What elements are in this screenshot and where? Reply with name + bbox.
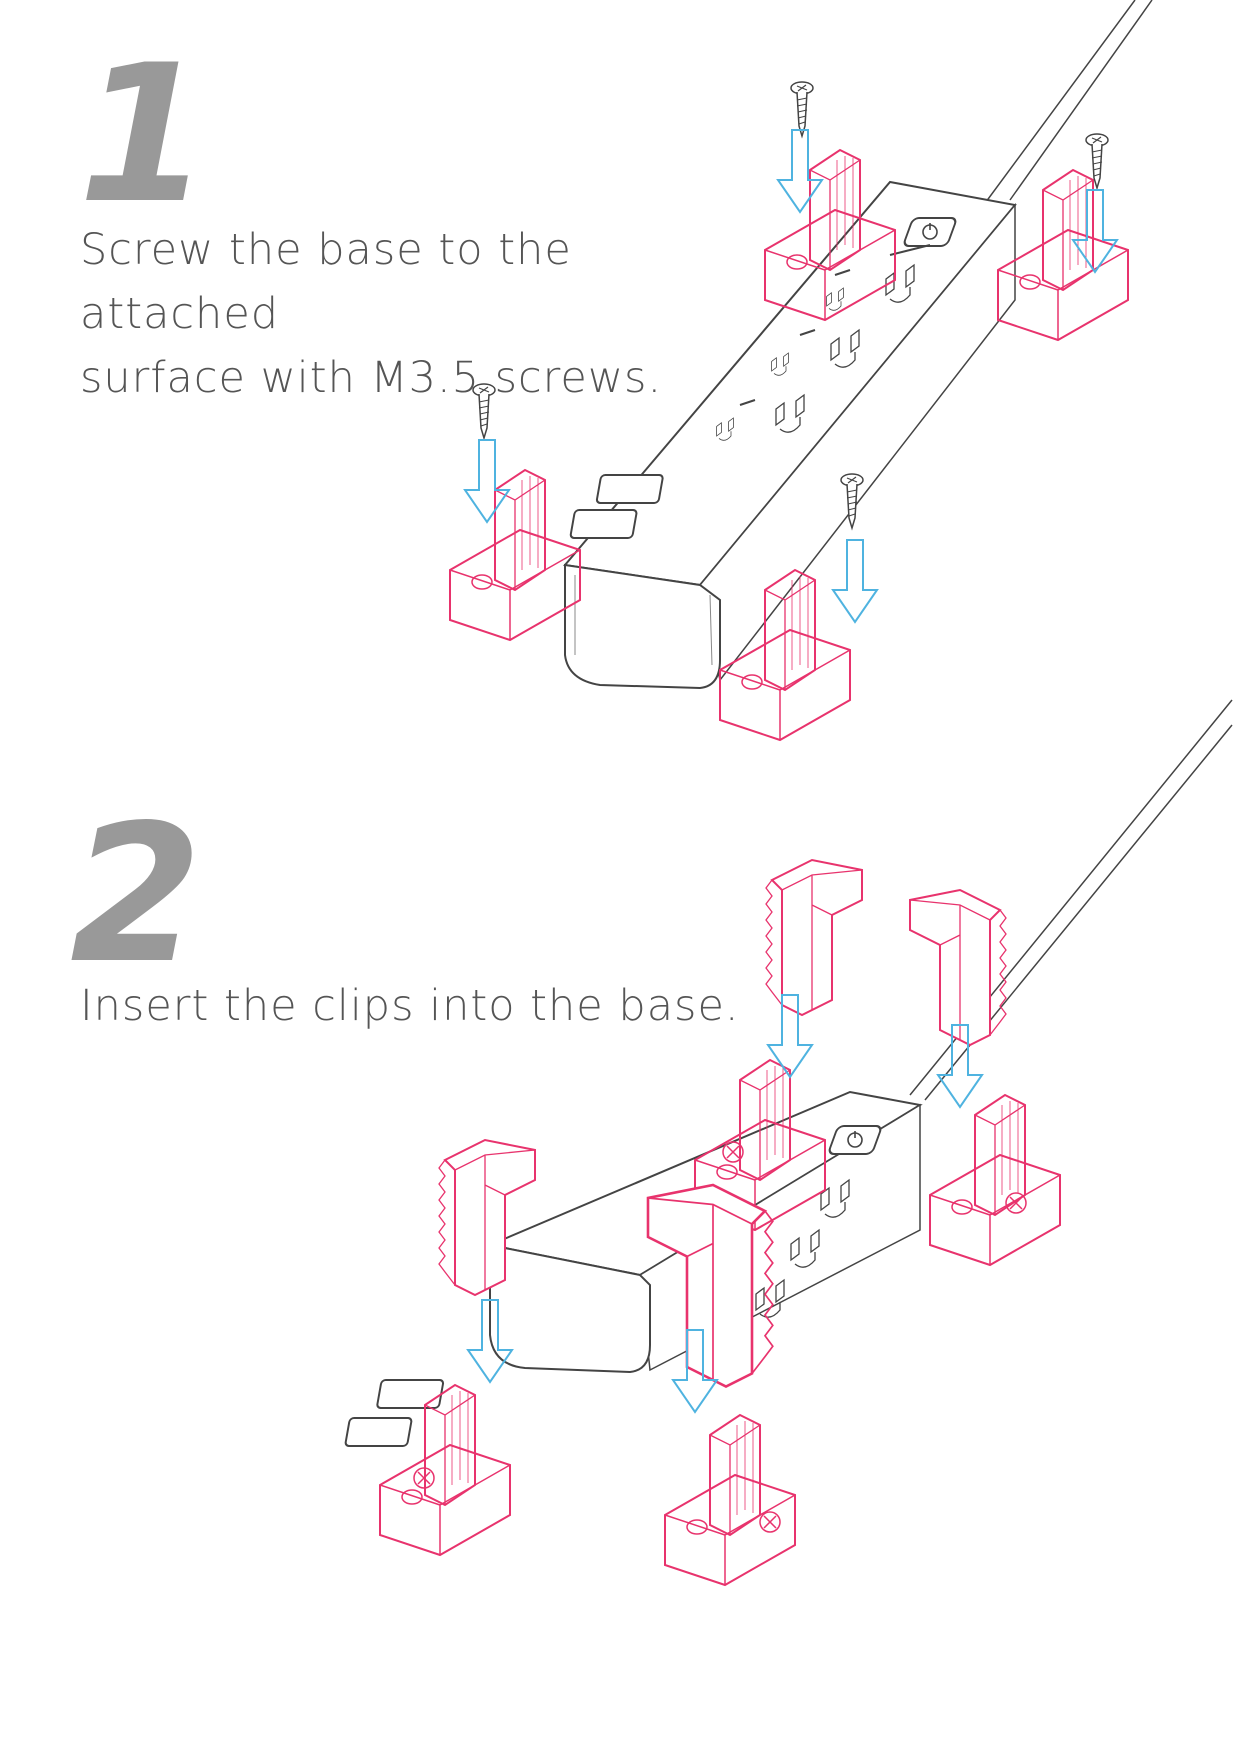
usb-port-icon <box>569 474 664 539</box>
usb-port-icon <box>344 1379 445 1447</box>
installed-screw-icon <box>413 1141 1027 1533</box>
step-1-caption: Screw the base to the attached surface w… <box>80 225 663 403</box>
step-1-number: 1 <box>78 24 211 245</box>
step-2-illustration <box>344 699 1233 1586</box>
step-2-number: 2 <box>70 784 203 1005</box>
step-1-illustration <box>449 0 1153 741</box>
power-strip <box>563 180 1017 690</box>
power-button-icon <box>828 1125 882 1155</box>
step-2-caption: Insert the clips into the base. <box>80 981 740 1031</box>
power-strip <box>344 1090 923 1447</box>
power-button-icon <box>903 217 957 247</box>
